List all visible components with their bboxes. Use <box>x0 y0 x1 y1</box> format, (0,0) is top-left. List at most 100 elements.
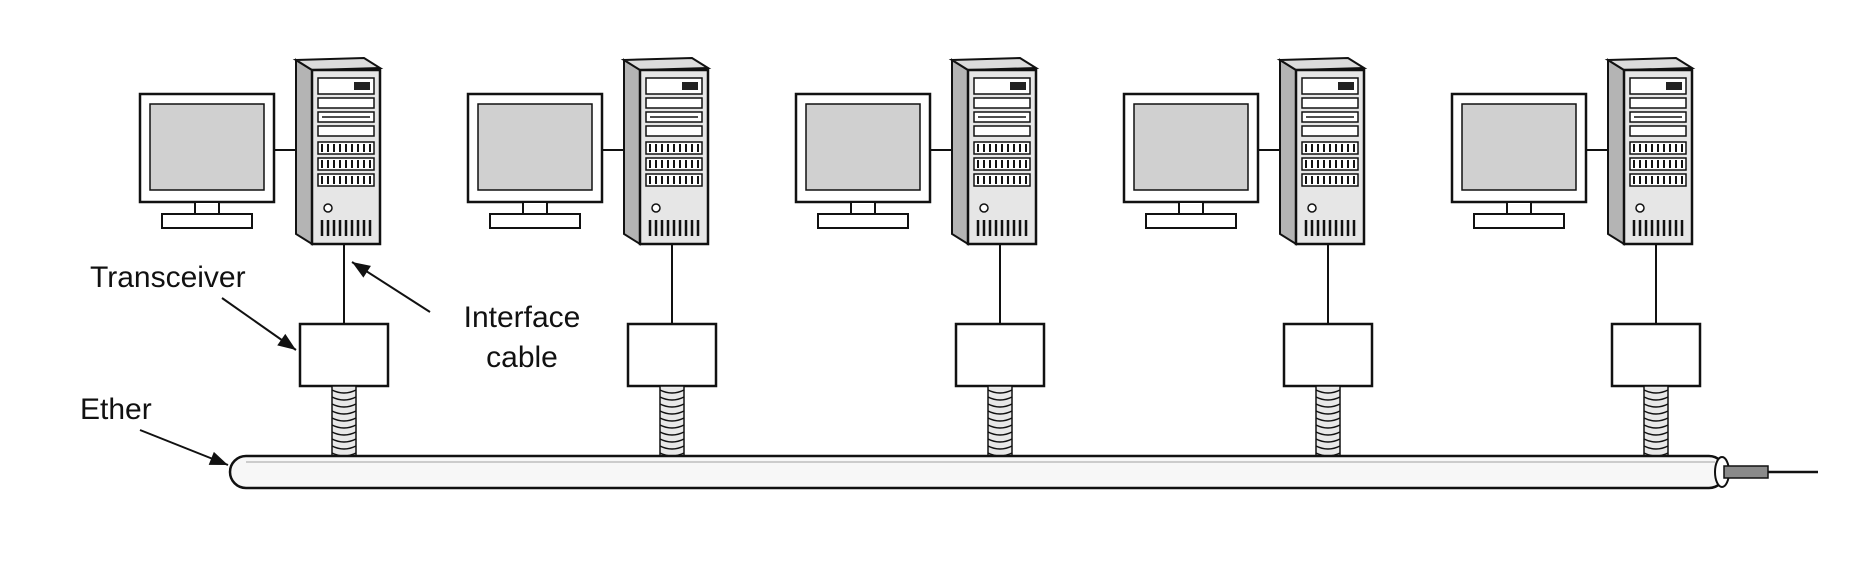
ether-cable <box>228 454 1818 490</box>
node-1 <box>138 56 390 459</box>
tower-top <box>1276 56 1368 72</box>
tap-connector <box>987 385 1013 459</box>
server-tower-icon <box>948 56 1040 246</box>
tower-front <box>638 68 710 246</box>
tower-side <box>951 58 969 246</box>
tap-ring <box>331 410 357 415</box>
node-3 <box>794 56 1046 459</box>
power-button <box>651 203 661 213</box>
tap-ring <box>331 389 357 394</box>
monitor-screen <box>1461 103 1577 191</box>
transceiver-label: Transceiver <box>90 261 246 294</box>
monitor-stand <box>1473 213 1565 229</box>
transceiver-box <box>298 322 390 388</box>
coax-cable <box>228 454 1727 490</box>
tap-ring <box>1315 389 1341 394</box>
tap-ring <box>987 396 1013 401</box>
monitor-screen <box>477 103 593 191</box>
tap-ring <box>659 389 685 394</box>
monitor-icon <box>794 92 932 229</box>
tap-connector <box>1643 385 1669 459</box>
interface-cable-label: Interface cable <box>442 298 602 378</box>
tower-front <box>1622 68 1694 246</box>
tower-side <box>623 58 641 246</box>
tap-ring <box>659 410 685 415</box>
drive-bay <box>317 125 375 137</box>
monitor-stand <box>489 213 581 229</box>
tap-connector <box>331 385 357 459</box>
tap-ring <box>331 403 357 408</box>
drive-light <box>1666 82 1682 90</box>
transceiver-box <box>954 322 1046 388</box>
interface-cable-arrow <box>351 261 431 313</box>
tower-top <box>948 56 1040 72</box>
tap-ring <box>1315 417 1341 422</box>
power-button <box>979 203 989 213</box>
tower-front <box>310 68 382 246</box>
cable-terminator <box>1723 465 1769 479</box>
tap-ring <box>659 431 685 436</box>
power-button <box>323 203 333 213</box>
monitor-neck <box>1506 201 1532 215</box>
arrow-head <box>352 262 371 278</box>
drive-light <box>682 82 698 90</box>
monitor-neck <box>850 201 876 215</box>
tap-ring <box>659 403 685 408</box>
tap-ring <box>987 431 1013 436</box>
monitor-neck <box>522 201 548 215</box>
tap-ring <box>659 396 685 401</box>
tap-ring <box>1643 417 1669 422</box>
tower-side <box>295 58 313 246</box>
tower-front <box>966 68 1038 246</box>
drive-bay <box>317 97 375 109</box>
annotation-arrows <box>139 261 431 466</box>
tap-ring <box>659 438 685 443</box>
interface-cable-label-line1: Interface <box>463 301 581 334</box>
tap-ring <box>987 445 1013 450</box>
ether-label: Ether <box>80 393 152 426</box>
monitor-neck <box>194 201 220 215</box>
nodes-layer <box>138 56 1702 459</box>
ether-arrow <box>139 429 229 466</box>
tap-ring <box>659 424 685 429</box>
drive-light <box>1338 82 1354 90</box>
tap-ring <box>331 417 357 422</box>
node-2 <box>466 56 718 459</box>
tap-ring <box>1643 431 1669 436</box>
tap-ring <box>1643 424 1669 429</box>
tap-ring <box>1315 431 1341 436</box>
node-5 <box>1450 56 1702 459</box>
monitor-screen <box>805 103 921 191</box>
tower-top <box>292 56 384 72</box>
drive-bay <box>645 125 703 137</box>
tower-top <box>620 56 712 72</box>
tap-ring <box>331 431 357 436</box>
tap-ring <box>1643 438 1669 443</box>
tap-ring <box>987 417 1013 422</box>
server-tower-icon <box>292 56 384 246</box>
tap-ring <box>1315 410 1341 415</box>
monitor-stand <box>817 213 909 229</box>
transceiver-box <box>1610 322 1702 388</box>
tap-ring <box>1315 438 1341 443</box>
tower-top <box>1604 56 1696 72</box>
tap-ring <box>987 438 1013 443</box>
tap-ring <box>1315 403 1341 408</box>
server-tower-icon <box>1276 56 1368 246</box>
monitor-neck <box>1178 201 1204 215</box>
monitor-icon <box>1122 92 1260 229</box>
tap-ring <box>1643 389 1669 394</box>
power-button <box>1635 203 1645 213</box>
drive-light <box>1010 82 1026 90</box>
drive-bay <box>1629 97 1687 109</box>
monitor-icon <box>1450 92 1588 229</box>
server-tower-icon <box>1604 56 1696 246</box>
power-button <box>1307 203 1317 213</box>
tap-ring <box>1315 445 1341 450</box>
tower-front <box>1294 68 1366 246</box>
tap-ring <box>1643 445 1669 450</box>
tap-ring <box>331 396 357 401</box>
arrow-head <box>208 451 228 465</box>
